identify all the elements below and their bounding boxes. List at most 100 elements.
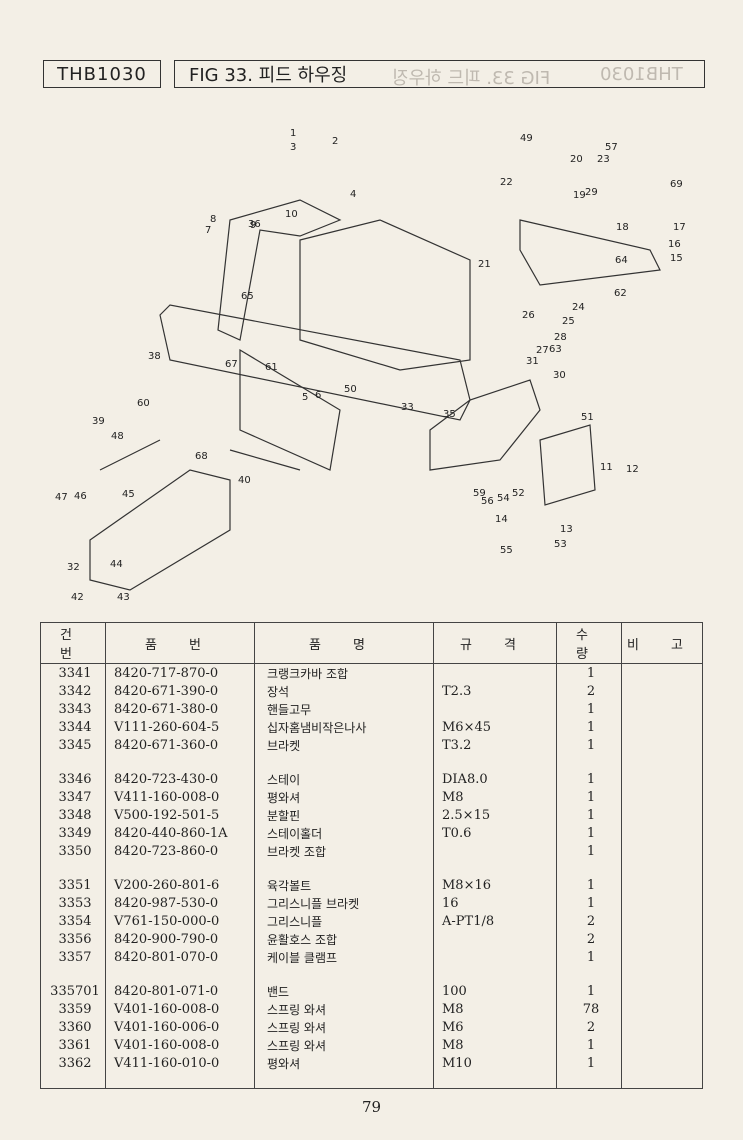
remarks bbox=[622, 770, 703, 788]
quantity: 1 bbox=[556, 876, 622, 894]
diagram-linework bbox=[89, 199, 661, 591]
item-number: 3359 bbox=[40, 1000, 106, 1018]
header-part-name: 품 명 bbox=[254, 622, 434, 664]
part-name: 윤활호스 조합 bbox=[254, 930, 434, 948]
part-number: 8420-723-430-0 bbox=[105, 770, 255, 788]
callout-number: 63 bbox=[549, 344, 562, 355]
part-name: 스테이 bbox=[254, 770, 434, 788]
quantity: 1 bbox=[556, 663, 622, 682]
spec: M8 bbox=[433, 1000, 557, 1018]
callout-number: 64 bbox=[615, 255, 628, 266]
part-name: 그리스니플 bbox=[254, 912, 434, 930]
callout-number: 26 bbox=[522, 310, 535, 321]
spec bbox=[433, 948, 557, 966]
part-number: 8420-801-071-0 bbox=[105, 982, 255, 1000]
callout-number: 10 bbox=[285, 209, 298, 220]
part-number bbox=[105, 860, 255, 876]
remarks bbox=[622, 736, 703, 754]
callout-number: 11 bbox=[600, 462, 613, 473]
part-number: 8420-723-860-0 bbox=[105, 842, 255, 860]
callout-number: 30 bbox=[553, 370, 566, 381]
remarks bbox=[622, 700, 703, 718]
header-remarks: 비 고 bbox=[621, 622, 703, 664]
callout-number: 36 bbox=[248, 219, 261, 230]
part-name bbox=[254, 860, 434, 876]
spec: T2.3 bbox=[433, 682, 557, 700]
item-number: 3342 bbox=[40, 682, 106, 700]
quantity: 1 bbox=[556, 824, 622, 842]
item-number: 3353 bbox=[40, 894, 106, 912]
callout-number: 51 bbox=[581, 412, 594, 423]
item-number: 3343 bbox=[40, 700, 106, 718]
callout-number: 24 bbox=[572, 302, 585, 313]
callout-number: 39 bbox=[92, 416, 105, 427]
part-name bbox=[254, 1072, 434, 1089]
spec: DIA8.0 bbox=[433, 770, 557, 788]
quantity: 2 bbox=[556, 930, 622, 948]
part-number: 8420-987-530-0 bbox=[105, 894, 255, 912]
group-spacer bbox=[40, 966, 703, 982]
page-number: 79 bbox=[361, 1098, 382, 1116]
callout-number: 46 bbox=[74, 491, 87, 502]
remarks bbox=[622, 930, 703, 948]
remarks bbox=[622, 966, 703, 982]
callout-number: 2 bbox=[332, 136, 338, 147]
part-number: V761-150-000-0 bbox=[105, 912, 255, 930]
callout-number: 53 bbox=[554, 539, 567, 550]
part-number: V401-160-008-0 bbox=[105, 1000, 255, 1018]
quantity bbox=[556, 966, 622, 982]
spec bbox=[433, 1072, 557, 1089]
part-name: 분할핀 bbox=[254, 806, 434, 824]
quantity bbox=[556, 1072, 622, 1089]
callout-number: 62 bbox=[614, 288, 627, 299]
spec: 16 bbox=[433, 894, 557, 912]
quantity: 1 bbox=[556, 982, 622, 1000]
part-name: 십자홈냄비작은나사 bbox=[254, 718, 434, 736]
item-number: 3348 bbox=[40, 806, 106, 824]
remarks bbox=[622, 806, 703, 824]
spec: T0.6 bbox=[433, 824, 557, 842]
callout-number: 8 bbox=[210, 214, 216, 225]
quantity: 2 bbox=[556, 682, 622, 700]
callout-number: 50 bbox=[344, 384, 357, 395]
callout-number: 59 bbox=[473, 488, 486, 499]
quantity: 1 bbox=[556, 700, 622, 718]
callout-number: 52 bbox=[512, 488, 525, 499]
item-number: 3354 bbox=[40, 912, 106, 930]
part-name: 스테이홀더 bbox=[254, 824, 434, 842]
table-bottom-spacer bbox=[40, 1072, 703, 1089]
spec: M6 bbox=[433, 1018, 557, 1036]
callout-number: 57 bbox=[605, 142, 618, 153]
part-name: 크랭크카바 조합 bbox=[254, 663, 434, 682]
bleed-through-model: THB1030 bbox=[600, 64, 683, 85]
model-code-box: THB1030 bbox=[43, 60, 161, 88]
handle-rod bbox=[99, 439, 161, 471]
callout-number: 43 bbox=[117, 592, 130, 603]
part-name bbox=[254, 966, 434, 982]
callout-number: 42 bbox=[71, 592, 84, 603]
item-number: 3361 bbox=[40, 1036, 106, 1054]
callout-number: 45 bbox=[122, 489, 135, 500]
header-part-no: 품 번 bbox=[105, 622, 255, 664]
remarks bbox=[622, 842, 703, 860]
remarks bbox=[622, 754, 703, 770]
item-number: 3344 bbox=[40, 718, 106, 736]
spec bbox=[433, 860, 557, 876]
header-spec: 규 격 bbox=[433, 622, 557, 664]
figure-title-box: FIG 33. 피드 하우징 bbox=[174, 60, 705, 88]
callout-number: 47 bbox=[55, 492, 68, 503]
callout-number: 33 bbox=[401, 402, 414, 413]
callout-number: 61 bbox=[265, 362, 278, 373]
